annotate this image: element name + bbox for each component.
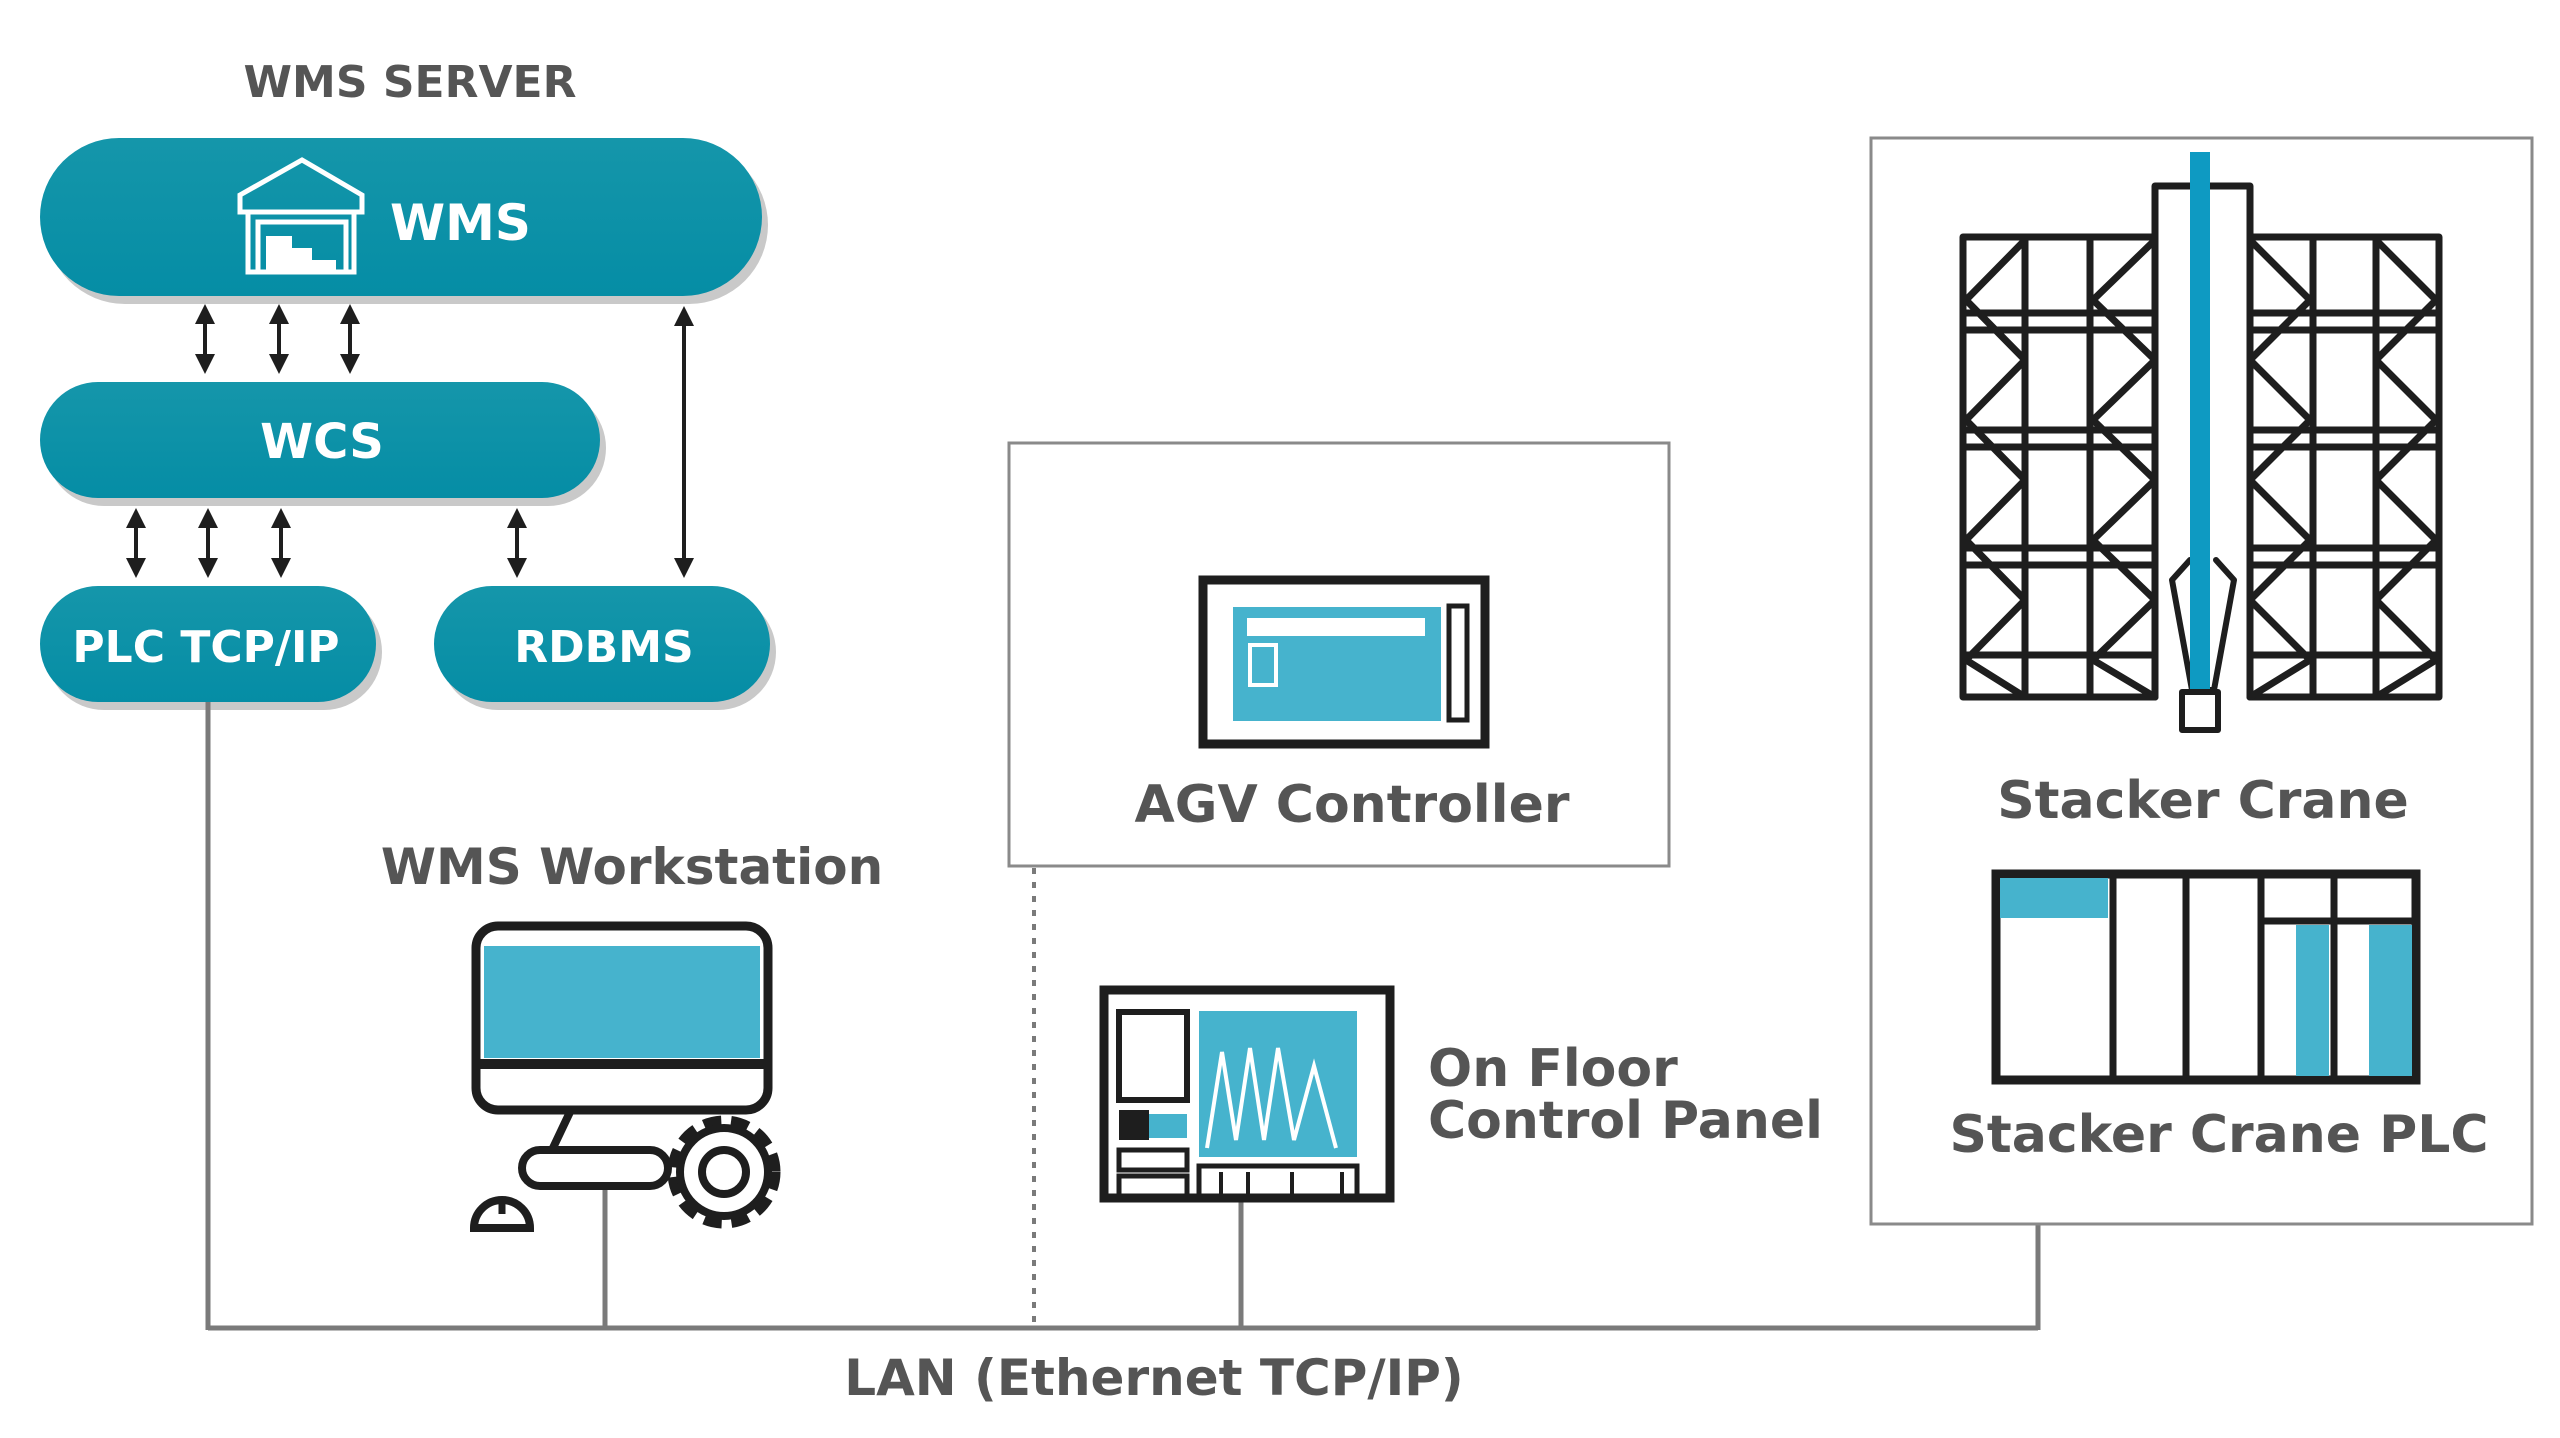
agv-controller-label: AGV Controller (1135, 775, 1570, 835)
wms-label: WMS (390, 194, 531, 252)
wcs-node[interactable]: WCS (40, 382, 606, 506)
wcs-lower-arrows (126, 508, 527, 578)
stacker-crane-icon (1959, 152, 2443, 733)
plc-icon (1991, 869, 2421, 1085)
stacker-plc-label: Stacker Crane PLC (1949, 1105, 2488, 1165)
rdbms-node[interactable]: RDBMS (434, 586, 776, 710)
wms-node[interactable]: WMS (40, 138, 768, 304)
control-panel[interactable]: On Floor Control Panel (1099, 985, 1823, 1203)
plc-tcpip-node[interactable]: PLC TCP/IP (40, 586, 382, 710)
workstation-label: WMS Workstation (381, 838, 883, 896)
wms-wcs-arrows (195, 304, 360, 374)
lan-label: LAN (Ethernet TCP/IP) (844, 1349, 1464, 1407)
warehouse-icon (237, 157, 365, 275)
rdbms-label: RDBMS (514, 622, 693, 673)
workstation[interactable]: WMS Workstation (381, 838, 883, 1232)
stacker-crane-group[interactable]: Stacker Crane Stacker Crane PLC (1869, 136, 2534, 1226)
wcs-label: WCS (260, 414, 384, 470)
server-title: WMS SERVER (244, 57, 577, 108)
computer-gear-icon (469, 921, 781, 1232)
stacker-crane-label: Stacker Crane (1997, 771, 2409, 831)
lan-network (205, 702, 2041, 1331)
control-panel-icon (1099, 985, 1395, 1203)
control-panel-label-line1: On Floor (1428, 1039, 1678, 1099)
plc-tcpip-label: PLC TCP/IP (72, 622, 339, 673)
control-panel-label-line2: Control Panel (1428, 1091, 1823, 1151)
agv-controller-icon (1198, 575, 1490, 749)
agv-controller[interactable]: AGV Controller (1007, 441, 1671, 868)
